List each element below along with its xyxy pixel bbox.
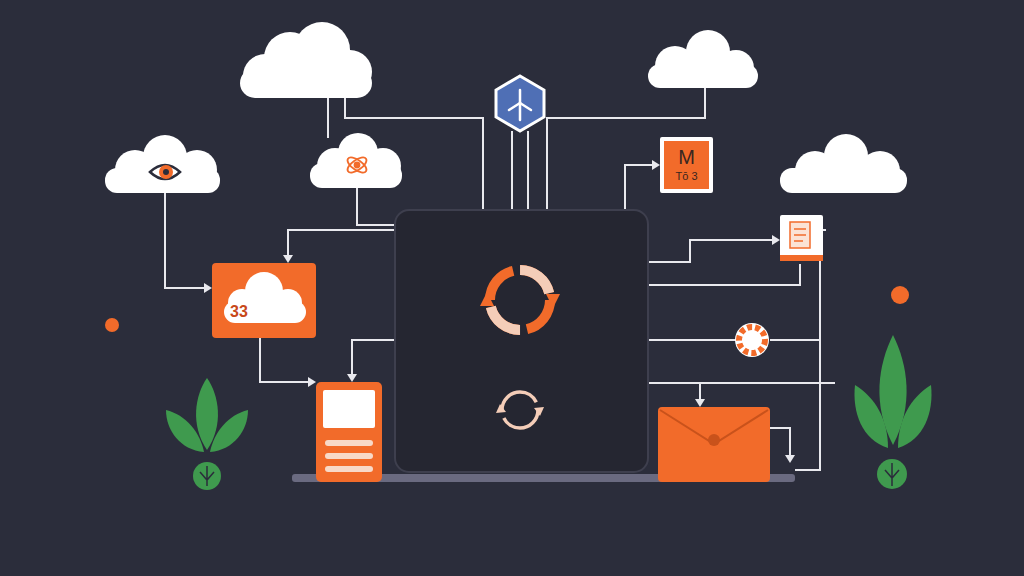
cloud-c — [105, 135, 220, 193]
envelope-icon — [658, 407, 770, 482]
cloud-a — [240, 22, 372, 98]
cloud-d — [310, 133, 402, 188]
cloud-e — [780, 134, 907, 193]
document-icon — [780, 215, 823, 261]
central-screen — [395, 210, 648, 472]
node-text: 33 — [230, 304, 260, 320]
hexagon-icon — [496, 76, 544, 131]
label-box: M Tō 3 — [660, 137, 713, 193]
atom-icon — [345, 155, 369, 176]
refresh-icon — [496, 392, 544, 428]
eye-icon — [150, 165, 180, 179]
dot — [891, 286, 909, 304]
dot — [105, 318, 119, 332]
cloud-box: 33 — [212, 263, 316, 338]
cloud-b — [648, 30, 758, 88]
sync-icon — [480, 270, 560, 330]
node-text: M — [664, 147, 709, 167]
gear-icon — [735, 323, 769, 357]
cloud-shape — [212, 263, 316, 338]
plant-left — [166, 378, 248, 490]
plant-right — [854, 335, 931, 489]
node-text: Tō 3 — [664, 171, 709, 182]
tablet-icon — [316, 382, 382, 482]
